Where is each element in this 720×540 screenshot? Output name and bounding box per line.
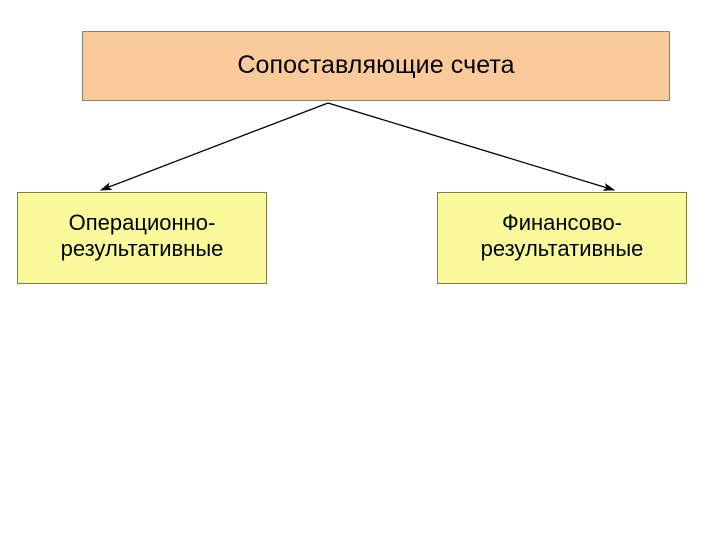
- node-financial-result-label: Финансово- результативные: [480, 210, 644, 261]
- node-root: Сопоставляющие счета: [82, 31, 670, 101]
- node-operational-result-label: Операционно- результативные: [60, 210, 224, 261]
- connector-root-to-left: [100, 102, 329, 191]
- node-operational-result: Операционно- результативные: [17, 192, 267, 284]
- node-root-label: Сопоставляющие счета: [237, 51, 515, 80]
- node-financial-result: Финансово- результативные: [437, 192, 687, 284]
- connector-root-to-right: [327, 102, 615, 191]
